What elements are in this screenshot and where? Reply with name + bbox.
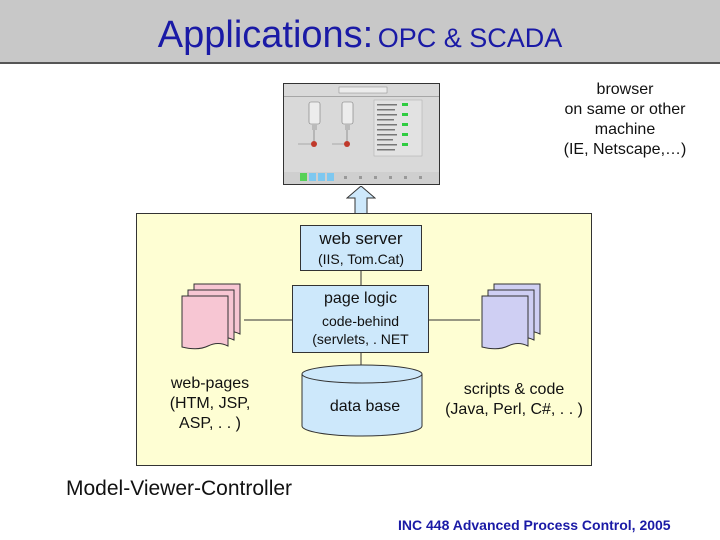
scripts-label: scripts & code (Java, Perl, C#, . . ) (432, 380, 596, 420)
page-logic-line2: (servlets, . NET (312, 331, 409, 347)
slide-title: Applications: OPC & SCADA (0, 14, 720, 57)
browser-label-line: on same or other (564, 101, 686, 118)
page-logic-line1: code-behind (321, 313, 400, 329)
page-logic-box: page logic code-behind (servlets, . NET (292, 285, 429, 353)
database-label: data base (329, 398, 401, 415)
scripts-label-line: scripts & code (463, 381, 565, 398)
footer-text: INC 448 Advanced Process Control, 2005 (398, 517, 671, 533)
title-main: Applications: (157, 14, 374, 56)
title-sub: OPC & SCADA (377, 23, 563, 53)
browser-label-line: (IE, Netscape,…) (563, 141, 687, 158)
database-cylinder-icon (301, 364, 423, 437)
browser-screenshot (283, 83, 440, 185)
browser-label: browser on same or other machine (IE, Ne… (540, 80, 710, 160)
web-server-subtitle: (IIS, Tom.Cat) (317, 251, 405, 267)
scripts-document-icon (481, 283, 541, 350)
web-pages-document-icon (181, 283, 241, 350)
web-pages-label-line: (HTM, JSP, (169, 395, 251, 412)
title-bar (0, 0, 720, 64)
web-pages-label: web-pages (HTM, JSP, ASP, . . ) (150, 374, 270, 434)
scada-screen-image (284, 84, 439, 184)
scripts-label-line: (Java, Perl, C#, . . ) (445, 401, 583, 418)
web-server-title: web server (319, 229, 403, 248)
web-pages-label-line: web-pages (170, 375, 250, 392)
browser-label-line: machine (594, 121, 656, 138)
browser-label-line: browser (596, 81, 654, 98)
web-server-box: web server (IIS, Tom.Cat) (300, 225, 422, 271)
page-logic-title: page logic (324, 290, 397, 307)
web-pages-label-line: ASP, . . ) (179, 415, 241, 432)
mvc-label: Model-Viewer-Controller (66, 477, 293, 500)
